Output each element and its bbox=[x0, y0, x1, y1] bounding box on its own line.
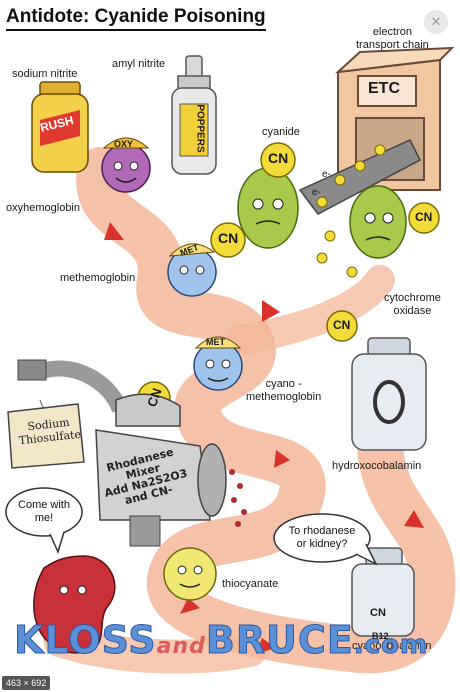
methemoglobin-character bbox=[167, 243, 217, 297]
brand-bruce: BRUCE bbox=[205, 618, 354, 663]
label-hydroxocobalamin: hydroxocobalamin bbox=[332, 460, 422, 472]
kidney-character bbox=[33, 555, 116, 654]
etc-machine bbox=[298, 46, 455, 215]
cn-label-cyanide: CN bbox=[268, 150, 289, 166]
speech-bubbles bbox=[5, 487, 378, 566]
cyanide-character-2 bbox=[349, 185, 407, 259]
label-cytochrome-oxidase: cytochrome oxidase bbox=[384, 292, 441, 317]
thiocyanate-character bbox=[163, 547, 217, 601]
poppers-label: POPPERS bbox=[194, 104, 206, 153]
bubble-rhodanese bbox=[273, 513, 371, 563]
amyl-nitrite-bottle bbox=[171, 55, 217, 175]
cyanomethemoglobin-character bbox=[193, 336, 243, 391]
page-title: Antidote: Cyanide Poisoning bbox=[6, 6, 266, 31]
arrow-6 bbox=[256, 638, 276, 654]
cn-ball-hydroxo bbox=[326, 310, 358, 342]
image-size-badge: 463 × 692 bbox=[2, 676, 51, 690]
electron-label-2: e- bbox=[312, 187, 321, 198]
sodium-nitrite-jar bbox=[31, 81, 89, 173]
brand-dotcom: .com bbox=[353, 630, 429, 661]
blood-path bbox=[76, 147, 456, 674]
arrow-4 bbox=[404, 510, 424, 528]
cyanocobalamin-bottle bbox=[351, 547, 415, 637]
bubble-come bbox=[5, 487, 83, 537]
cn-ball-met bbox=[210, 222, 246, 258]
label-cyanide: cyanide bbox=[262, 126, 300, 138]
b12-label: B12 bbox=[372, 631, 389, 641]
cn-label-cyto: CN bbox=[415, 210, 433, 224]
cn-label-met: CN bbox=[218, 230, 239, 246]
label-etc: electron transport chain bbox=[356, 26, 429, 51]
brand-kloss: KLOSS bbox=[14, 618, 157, 663]
electron-label-1: e- bbox=[322, 169, 331, 180]
cn-ball-cyto bbox=[408, 202, 440, 234]
label-sodium-nitrite: sodium nitrite bbox=[12, 68, 78, 80]
label-oxyhemoglobin: oxyhemoglobin bbox=[6, 202, 80, 214]
close-icon[interactable]: ✕ bbox=[424, 10, 448, 34]
label-thiocyanate: thiocyanate bbox=[222, 578, 279, 590]
cn-balls bbox=[137, 142, 440, 628]
label-cyanomethemoglobin: cyano - methemoglobin bbox=[246, 378, 322, 403]
hydroxocobalamin-bottle bbox=[351, 337, 427, 451]
arrow-2 bbox=[262, 300, 280, 322]
etc-box-label: ETC bbox=[368, 80, 400, 97]
cn-ball-cyanide bbox=[260, 142, 296, 178]
cn-label-hydroxo: CN bbox=[333, 318, 351, 332]
label-cyanocobalamin: cyanocobalamin bbox=[352, 640, 432, 652]
label-amyl-nitrite: amyl nitrite bbox=[112, 58, 166, 70]
brand-watermark: KLOSSandBRUCE.com bbox=[14, 618, 429, 663]
arrow-1 bbox=[104, 222, 124, 240]
label-methemoglobin: methemoglobin bbox=[60, 272, 136, 284]
oxyhemoglobin-character bbox=[101, 137, 151, 193]
arrow-3 bbox=[274, 450, 290, 468]
oxy-cap-label: OXY bbox=[114, 139, 134, 149]
bubble-come-text: Come with me! bbox=[18, 499, 70, 524]
cn-label-b12: CN bbox=[370, 607, 386, 619]
met-cap-label-2: MET bbox=[206, 337, 225, 347]
brand-and: and bbox=[156, 634, 206, 659]
thiosulfate-sign bbox=[7, 399, 85, 469]
bubble-rhodanese-text: To rhodanese or kidney? bbox=[288, 525, 356, 550]
arrow-5 bbox=[180, 598, 200, 614]
blood-path-branch bbox=[225, 265, 395, 355]
flow-arrows bbox=[104, 222, 424, 654]
rhodanese-mixer bbox=[17, 359, 247, 547]
cyanide-character-1 bbox=[237, 167, 299, 249]
